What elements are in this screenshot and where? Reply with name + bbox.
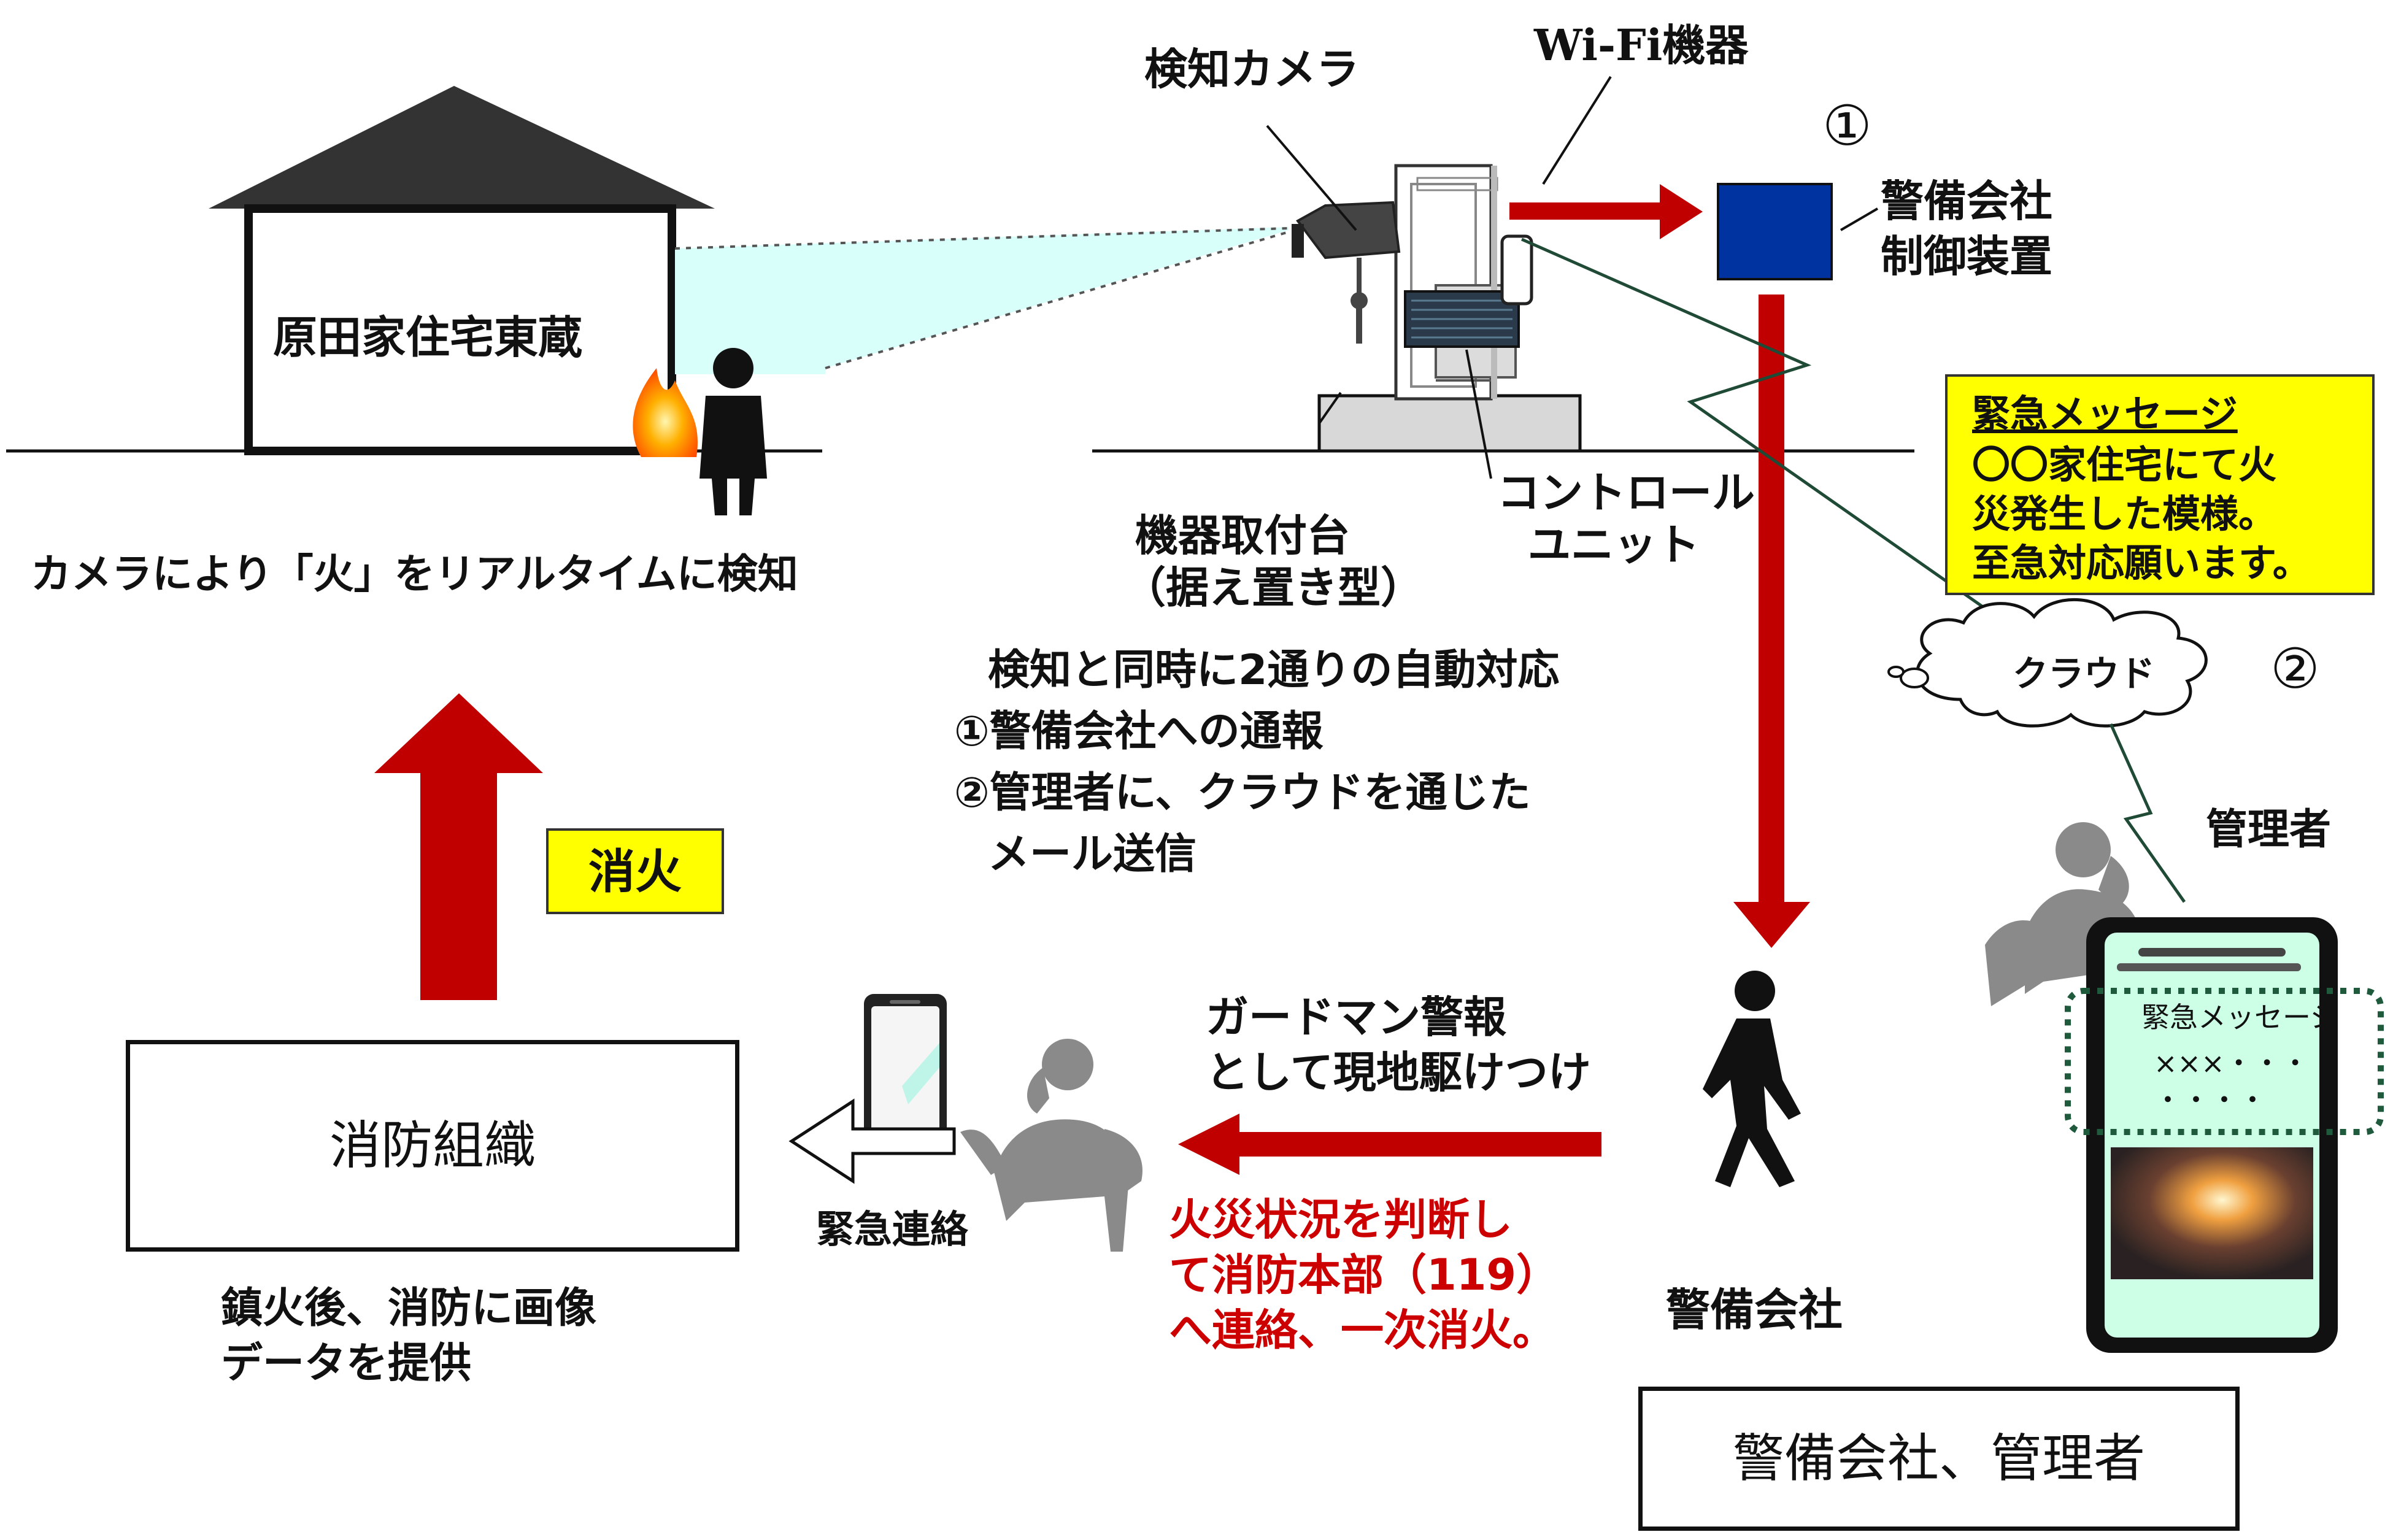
phone-message-line2: ・・・・ [2154, 1084, 2267, 1117]
manager-label: 管理者 [2206, 806, 2332, 854]
phone-message-line1: ×××・・・ [2154, 1047, 2310, 1080]
circle-number-1: ① [1822, 94, 1872, 158]
judge-line2: て消防本部（119） [1169, 1250, 1560, 1300]
message-highlight-frame [2065, 988, 2384, 1135]
fire-icon [633, 368, 698, 457]
mount-label-2: （据え置き型） [1123, 563, 1424, 613]
control-unit-icon [1404, 290, 1520, 348]
house-icon [209, 86, 715, 455]
auto-response-line3: ②管理者に、クラウドを通じた [954, 769, 1531, 817]
detect-caption: カメラにより「火」をリアルタイムに検知 [31, 550, 798, 598]
leader-lines [1266, 75, 1879, 479]
auto-response-line1: 検知と同時に2通りの自動対応 [988, 646, 1560, 695]
extinguish-badge: 消火 [546, 828, 724, 914]
control-unit-label-1: コントロール [1497, 468, 1755, 518]
person-icon [699, 348, 767, 515]
fire-department-box: 消防組織 [126, 1040, 739, 1252]
auto-response-line4: メール送信 [988, 830, 1197, 879]
emergency-message-line2: 災発生した模様。 [1972, 491, 2277, 536]
emergency-contact-arrow [788, 1098, 956, 1184]
fire-dept-caption-2: データを提供 [221, 1339, 472, 1388]
emergency-message-box: 緊急メッセージ 〇〇家住宅にて火 災発生した模様。 至急対応願います。 [1945, 374, 2375, 595]
control-unit-label-2: ユニット [1528, 520, 1700, 570]
wireless-link-cloud-phone [2109, 723, 2186, 903]
guardman-line1: ガードマン警報 [1206, 992, 1506, 1042]
fire-department-label: 消防組織 [329, 1115, 536, 1176]
security-manager-box: 警備会社、管理者 [1638, 1387, 2240, 1531]
circle-number-2: ② [2270, 637, 2320, 701]
fire-dept-caption-1: 鎮火後、消防に画像 [221, 1284, 597, 1333]
extinguish-label: 消火 [588, 844, 682, 899]
security-guard-icon [1703, 971, 1801, 1187]
camera-view-edge-top [674, 227, 1289, 250]
emergency-contact-label: 緊急連絡 [816, 1207, 969, 1252]
wifi-label: Wi-Fi機器 [1534, 20, 1749, 71]
security-controller-box [1717, 183, 1833, 280]
camera-label: 検知カメラ [1144, 44, 1359, 94]
arrow-up-extinguish [374, 693, 543, 1000]
security-company-label: 警備会社 [1666, 1284, 1843, 1336]
security-manager-label: 警備会社、管理者 [1732, 1428, 2145, 1488]
guardman-line2: として現地駆けつけ [1206, 1047, 1591, 1098]
wireless-link-device-cloud [1520, 237, 2020, 634]
arrow-to-controller [1509, 184, 1703, 239]
arrow-left-guardman [1178, 1114, 1601, 1175]
judge-line3: へ連絡、一次消火。 [1169, 1305, 1555, 1355]
detection-camera-icon [1292, 201, 1401, 344]
camera-view-edge-bottom [825, 231, 1289, 369]
arrow-down-to-security [1733, 295, 1810, 948]
emergency-message-line1: 〇〇家住宅にて火 [1972, 442, 2277, 487]
judge-line1: 火災状況を判断し [1169, 1195, 1512, 1245]
cloud-icon [1887, 598, 2208, 728]
security-controller-label-2: 制御装置 [1881, 231, 2052, 282]
caller-smartphone [864, 994, 947, 1150]
wifi-device-icon [1500, 234, 1533, 306]
camera-view-cone [675, 227, 1289, 374]
house-label: 原田家住宅東蔵 [273, 312, 583, 363]
cloud-label: クラウド [2013, 653, 2156, 695]
security-controller-label-1: 警備会社 [1881, 176, 2052, 226]
caller-person-icon [960, 1039, 1143, 1252]
auto-response-line2: ①警備会社への通報 [954, 707, 1324, 756]
mount-label-1: 機器取付台 [1135, 510, 1350, 561]
manager-smartphone [2086, 917, 2338, 1353]
emergency-message-line3: 至急対応願います。 [1972, 541, 2311, 585]
emergency-message-title: 緊急メッセージ [1972, 391, 2238, 436]
phone-message-title: 緊急メッセージ [2141, 1001, 2339, 1034]
